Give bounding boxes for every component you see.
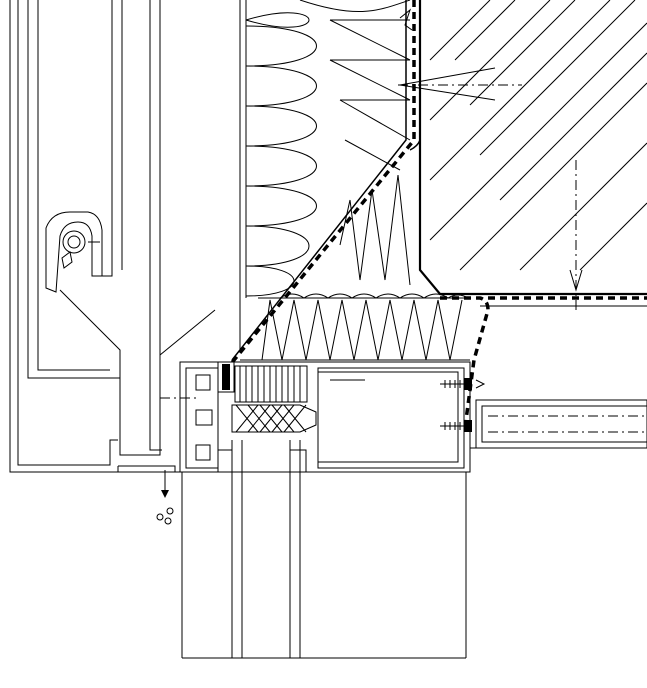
fixing-screws xyxy=(440,378,486,432)
window-sill-board xyxy=(470,399,647,449)
concrete-slab xyxy=(398,0,647,312)
facade-panel-cladding xyxy=(9,0,241,473)
waterproof-membrane xyxy=(228,0,647,421)
window-frame-profile xyxy=(156,361,471,525)
glazing-unit xyxy=(181,440,467,659)
panel-hanger-clip xyxy=(45,211,103,293)
